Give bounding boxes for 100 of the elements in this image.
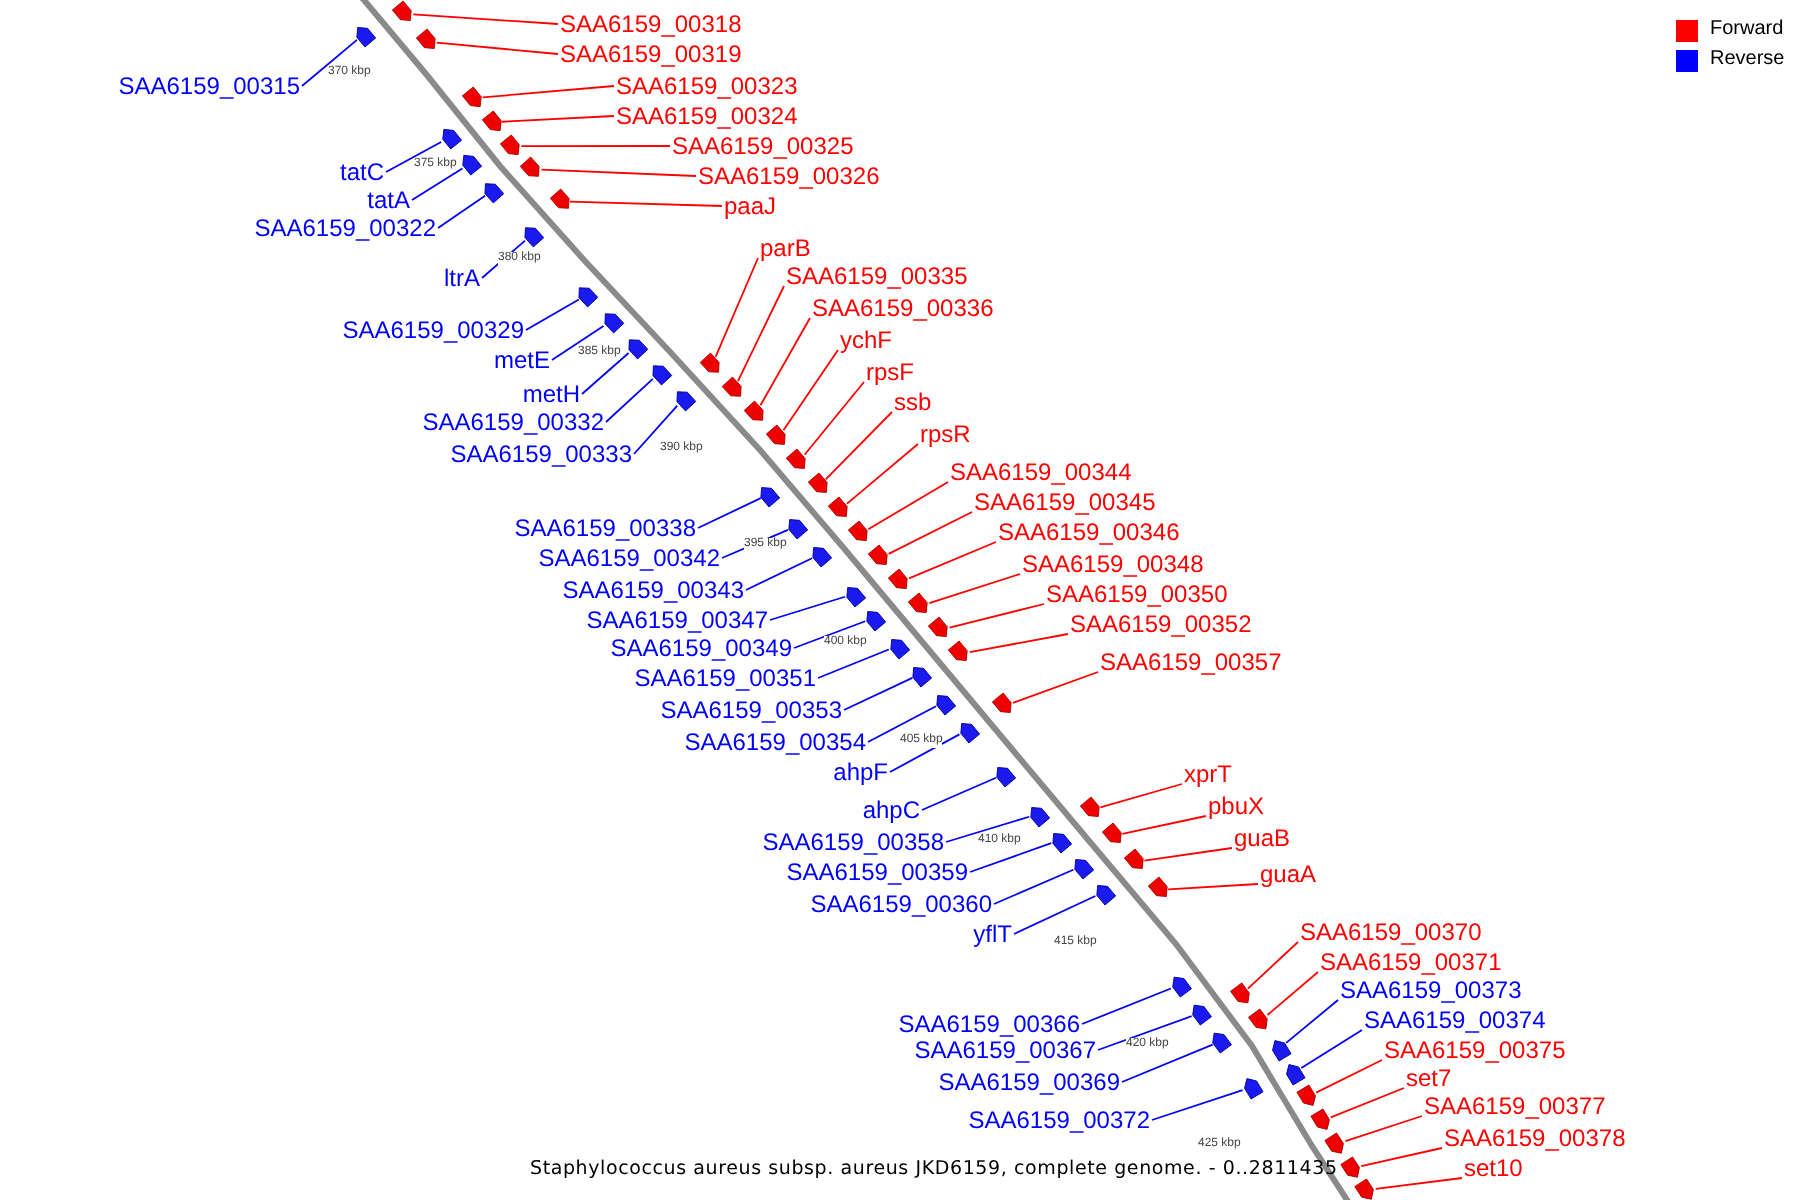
gene-label: SAA6159_00367: [914, 1036, 1096, 1064]
gene-glyph: [520, 157, 545, 182]
gene-label: SAA6159_00318: [560, 10, 742, 38]
gene-glyph: [549, 189, 573, 214]
leader-line: [605, 378, 654, 423]
gene-label: SAA6159_00326: [698, 162, 880, 190]
leader-line: [969, 842, 1053, 873]
gene-glyph: [500, 134, 525, 159]
leader-line: [737, 285, 785, 382]
leader-line: [867, 705, 937, 743]
gene-glyph: [1167, 972, 1191, 998]
gene-label: SAA6159_00349: [610, 634, 792, 662]
gene-label: tatA: [367, 186, 410, 214]
leader-line: [1300, 1029, 1363, 1069]
leader-line: [928, 573, 1021, 604]
leader-line: [1266, 971, 1319, 1016]
gene-glyph: [787, 449, 811, 474]
leader-line: [921, 776, 997, 811]
gene-label: yflT: [973, 920, 1012, 948]
leader-line: [824, 411, 893, 481]
gene-label: SAA6159_00354: [684, 728, 866, 756]
leader-line: [481, 85, 615, 99]
gene-glyph: [932, 689, 956, 715]
gene-glyph: [623, 334, 648, 360]
gene-label: rpsR: [920, 420, 971, 448]
leader-line: [714, 257, 759, 358]
gene-label: metE: [493, 346, 550, 374]
gene-label: SAA6159_00374: [1364, 1006, 1546, 1034]
leader-line: [968, 633, 1069, 654]
gene-glyph: [1069, 854, 1094, 879]
leader-line: [1167, 883, 1259, 891]
gene-glyph: [766, 425, 791, 450]
gene-glyph: [992, 761, 1017, 787]
leader-line: [1099, 783, 1183, 809]
leader-line: [993, 868, 1075, 905]
leader-line: [948, 603, 1045, 629]
gene-glyph: [1311, 1108, 1334, 1133]
gene-label: SAA6159_00375: [1384, 1036, 1566, 1064]
gene-label: SAA6159_00346: [998, 518, 1180, 546]
gene-glyph: [647, 360, 672, 385]
leader-line: [889, 733, 961, 773]
gene-label: SAA6159_00360: [810, 890, 992, 918]
leader-line: [817, 648, 890, 679]
gene-label: SAA6159_00352: [1070, 610, 1252, 638]
gene-glyph: [1209, 1028, 1233, 1054]
gene-glyph: [1325, 1131, 1349, 1157]
leader-line: [793, 620, 867, 649]
gene-label: ltrA: [444, 264, 480, 292]
leader-line: [1012, 671, 1099, 704]
gene-label: SAA6159_00335: [786, 262, 968, 290]
leader-line: [1097, 1015, 1193, 1051]
gene-label: SAA6159_00366: [898, 1010, 1080, 1038]
gene-glyph: [841, 581, 866, 607]
gene-glyph: [1079, 797, 1104, 822]
gene-label: SAA6159_00353: [660, 696, 842, 724]
gene-label: metH: [522, 380, 580, 408]
gene-glyph: [949, 641, 973, 667]
gene-glyph: [458, 151, 482, 176]
gene-glyph: [352, 21, 376, 47]
gene-glyph: [1268, 1036, 1291, 1061]
gene-label: SAA6159_00372: [968, 1106, 1150, 1134]
leader-line: [697, 497, 762, 529]
gene-glyph: [808, 542, 832, 567]
gene-label: SAA6159_00325: [672, 132, 854, 160]
gene-glyph: [671, 386, 696, 411]
gene-label: SAA6159_00373: [1340, 976, 1522, 1004]
gene-label: SAA6159_00322: [254, 214, 436, 242]
leader-line: [385, 141, 443, 173]
gene-label: SAA6159_00371: [1320, 948, 1502, 976]
gene-glyph: [909, 593, 933, 619]
gene-glyph: [416, 29, 440, 54]
gene-glyph: [1341, 1155, 1364, 1181]
gene-label: SAA6159_00323: [616, 72, 798, 100]
leader-line: [540, 168, 697, 177]
leader-line: [1013, 895, 1097, 935]
gene-label: SAA6159_00336: [812, 294, 994, 322]
leader-line: [411, 167, 464, 201]
gene-label: SAA6159_00329: [342, 316, 524, 344]
gene-glyph: [1147, 877, 1171, 902]
gene-label: SAA6159_00342: [538, 544, 720, 572]
gene-label: SAA6159_00332: [422, 408, 604, 436]
gene-glyph: [868, 545, 893, 571]
gene-glyph: [1101, 823, 1126, 848]
leader-line: [437, 194, 486, 229]
leader-line: [745, 557, 813, 591]
gene-glyph: [700, 353, 724, 378]
gene-label: set7: [1406, 1064, 1452, 1092]
gene-glyph: [888, 569, 913, 595]
gene-label: SAA6159_00378: [1444, 1124, 1626, 1152]
gene-label: guaB: [1234, 824, 1291, 852]
gene-glyph: [574, 282, 599, 308]
gene-label: SAA6159_00324: [616, 102, 798, 130]
gene-label: guaA: [1260, 860, 1317, 888]
gene-glyph: [1188, 1000, 1212, 1026]
leader-line: [525, 298, 580, 331]
gene-glyph: [848, 521, 873, 547]
gene-glyph: [1249, 1008, 1273, 1034]
gene-glyph: [955, 717, 980, 743]
leader-line: [1329, 1087, 1405, 1119]
gene-label: ahpC: [862, 796, 920, 824]
